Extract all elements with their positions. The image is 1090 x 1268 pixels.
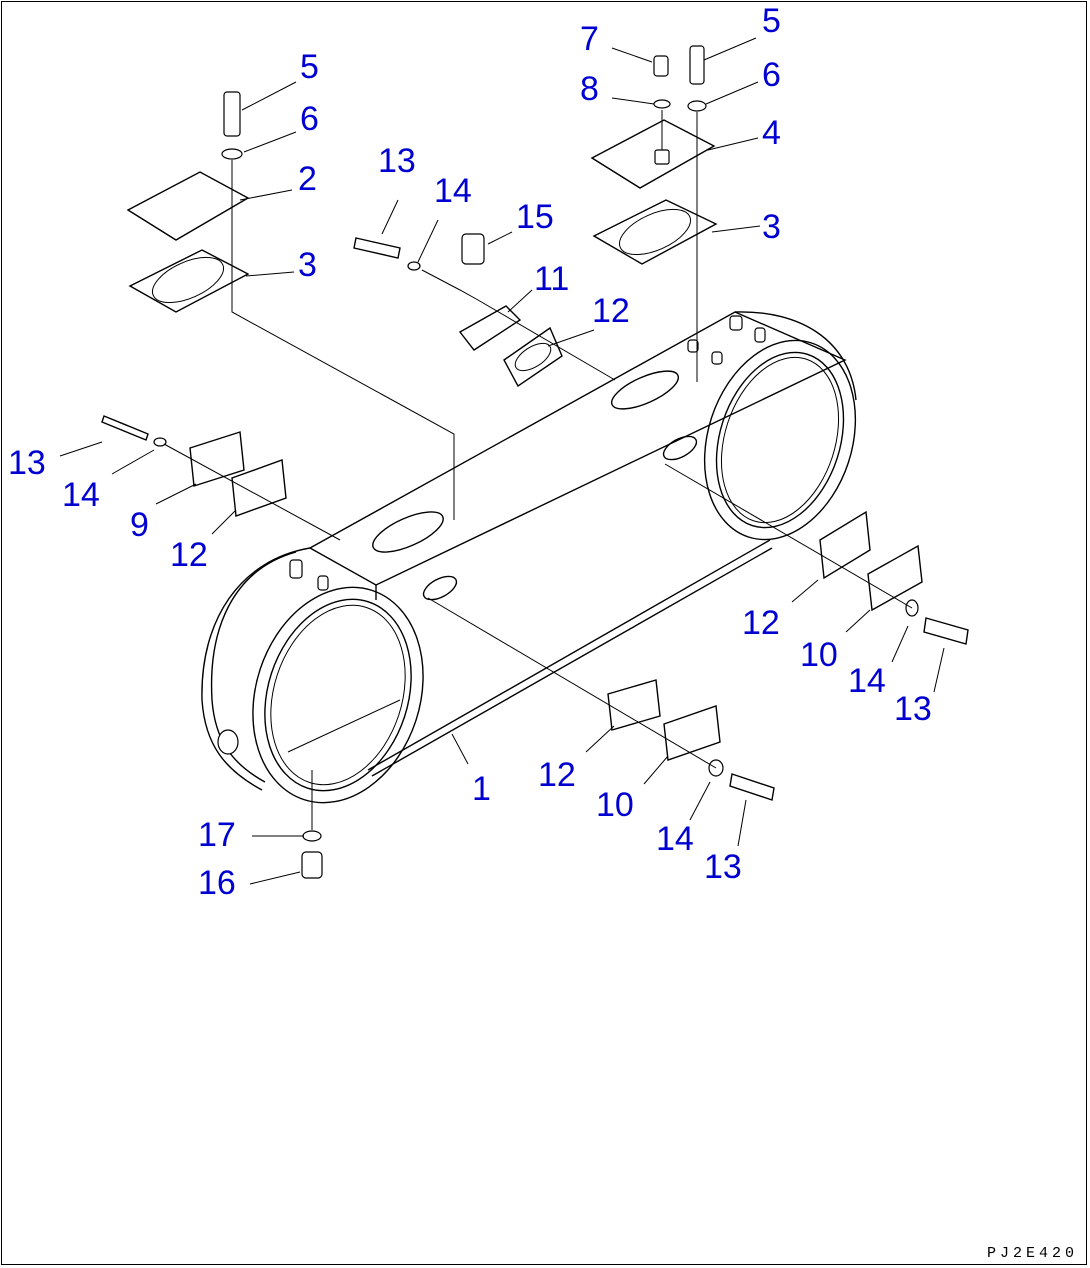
callouts: 5 6 2 3 13 14 15 11 12 7 5 8 6 4 3 13 14… <box>8 2 932 902</box>
callout-13b: 13 <box>8 444 46 482</box>
callout-2: 2 <box>298 160 317 198</box>
callout-3a: 3 <box>298 246 317 284</box>
callout-13a: 13 <box>378 142 416 180</box>
callout-10a: 10 <box>800 636 838 674</box>
callout-5b: 5 <box>762 2 781 40</box>
callout-14c: 14 <box>848 662 886 700</box>
side-cover-left <box>101 415 341 541</box>
callout-12d: 12 <box>538 756 576 794</box>
callout-16: 16 <box>198 864 236 902</box>
callout-3b: 3 <box>762 208 781 246</box>
case-housing <box>201 311 857 804</box>
callout-8: 8 <box>580 70 599 108</box>
callout-14b: 14 <box>62 476 100 514</box>
callout-7: 7 <box>580 20 599 58</box>
drain-plug-assembly <box>301 770 323 879</box>
callout-15: 15 <box>516 198 554 236</box>
callout-1: 1 <box>472 770 491 808</box>
callout-5a: 5 <box>300 48 319 86</box>
cover-plate-left <box>126 91 455 520</box>
callout-12c: 12 <box>742 604 780 642</box>
sensor-mount <box>353 233 616 388</box>
callout-17: 17 <box>198 816 236 854</box>
callout-9: 9 <box>130 506 149 544</box>
leader-lines <box>59 37 945 885</box>
drawing-code-label: PJ2E420 <box>986 1245 1078 1262</box>
callout-13d: 13 <box>704 848 742 886</box>
callout-4: 4 <box>762 114 781 152</box>
cover-plate-right <box>590 45 718 382</box>
callout-14d: 14 <box>656 820 694 858</box>
side-cover-front <box>427 597 775 801</box>
callout-12a: 12 <box>592 292 630 330</box>
side-cover-right <box>664 463 969 645</box>
callout-10b: 10 <box>596 786 634 824</box>
callout-14a: 14 <box>434 172 472 210</box>
callout-6a: 6 <box>300 100 319 138</box>
callout-6b: 6 <box>762 56 781 94</box>
callout-12b: 12 <box>170 536 208 574</box>
callout-11: 11 <box>534 260 569 298</box>
callout-13c: 13 <box>894 690 932 728</box>
